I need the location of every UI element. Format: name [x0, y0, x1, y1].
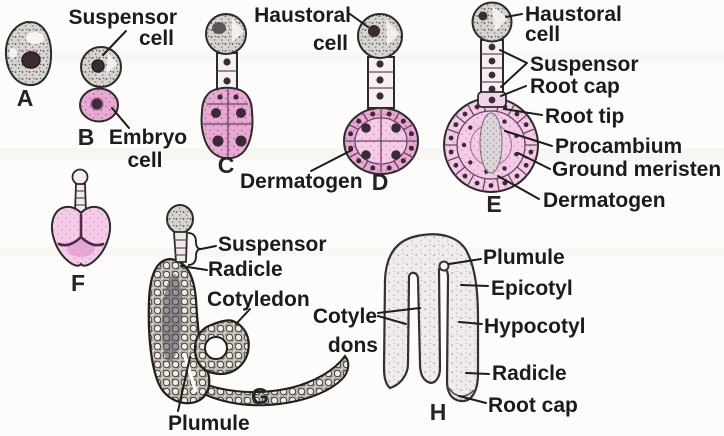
stage-g-letter: G [251, 383, 269, 409]
b-suspensor-label-line2: cell [139, 27, 174, 50]
e-haustorial-highlight [492, 6, 508, 31]
g-radicle-label: Radicle [208, 258, 283, 281]
d-haustorial-nucleus [368, 25, 380, 37]
g-plumule-cleft [182, 352, 198, 393]
g-lower-cotyledon [189, 354, 350, 407]
e-haustoral-label-line2: cell [525, 23, 560, 46]
c-haustorial-dark-patch [212, 22, 226, 34]
e-groundmeristem-label: Ground meristen [552, 158, 721, 181]
f-suspensor-knob [71, 168, 89, 186]
e-suspensor-pointer [499, 49, 528, 88]
stage-f-heart-embryo: F [51, 168, 111, 296]
e-procambium-label: Procambium [555, 135, 682, 158]
b-embryo-label-line2: cell [127, 149, 162, 172]
cd-haustoral-label-line1: Haustoral [254, 4, 351, 27]
g-pointer-lines [177, 245, 251, 412]
h-plumule-label: Plumule [483, 246, 565, 269]
stage-a-zygote: A [4, 20, 53, 111]
g-cotyledon-label: Cotyledon [207, 288, 310, 311]
h-cotyledons-label-line2: dons [328, 334, 378, 357]
f-heart-blush [67, 239, 95, 257]
g-cotyledon-pointer [235, 308, 251, 325]
b-embryo-label-line1: Embryo [109, 126, 187, 149]
e-rootcap-pointer [500, 85, 527, 97]
g-suspensor-knob [166, 204, 194, 234]
stage-g-curved-embryo: Suspensor Radicle Cotyledon Plumule G [147, 204, 350, 435]
cd-haustoral-pointer [349, 13, 369, 28]
h-embryo-body [382, 233, 480, 403]
e-haustoral-pointer [505, 13, 523, 18]
e-groundmeristem-pointer [517, 152, 551, 170]
cd-haustoral-label-line2: cell [313, 32, 348, 55]
zygote-vacuole-small [9, 48, 17, 58]
e-dermatogen-label: Dermatogen [543, 189, 666, 212]
d-haustorial-highlight [386, 20, 399, 46]
h-rootcap-pointer [458, 395, 487, 404]
suspensor-cell-highlight [106, 52, 117, 74]
e-suspensor-label: Suspensor [530, 53, 639, 76]
g-plumule-label: Plumule [168, 412, 250, 435]
e-haustorial-cell [471, 1, 513, 43]
e-dermatogen-pointer [497, 175, 540, 200]
e-procambium-pointer [504, 130, 553, 147]
g-suspensor-stalk [173, 231, 188, 263]
d-dermatogen-label: Dermatogen [240, 170, 363, 193]
g-suspensor-label: Suspensor [218, 233, 327, 256]
e-rootcap-label: Root cap [530, 75, 620, 98]
stage-f-letter: F [71, 270, 85, 296]
g-radicle-core [161, 274, 183, 362]
stage-c-letter: C [218, 152, 235, 178]
e-pointer-lines [497, 13, 553, 200]
h-cotyledons-label-line1: Cotyle [313, 305, 377, 328]
h-rootcap-label: Root cap [488, 394, 578, 417]
d-quadrant-nuclei [361, 123, 401, 160]
stage-b-letter: B [78, 124, 95, 150]
e-procambium-core [479, 112, 503, 174]
h-epicotyl-pointer [460, 284, 489, 287]
g-hook-opening [204, 336, 228, 360]
stage-a-letter: A [17, 85, 34, 111]
stage-d-globular: Haustoral cell Dermatogen D [240, 4, 419, 195]
h-epicotyl-label: Epicotyl [491, 277, 573, 300]
stage-b-two-cell: Suspensor cell B Embryo cell [68, 6, 187, 172]
h-plumule-pointer [448, 258, 482, 265]
d-haustorial-cell [357, 13, 403, 59]
b-suspensor-label-line1: Suspensor [68, 6, 177, 29]
h-pointer-lines [377, 258, 490, 404]
stage-d-letter: D [372, 169, 389, 195]
e-haustoral-label-line1: Haustoral [525, 3, 622, 26]
f-cotyledon-notch-lines [57, 213, 105, 247]
h-hypocotyl-label: Hypocotyl [484, 315, 586, 338]
c-haustorial-highlight [232, 18, 244, 42]
e-haustorial-nucleus [478, 11, 488, 21]
suspensor-cell-nucleus [91, 59, 105, 73]
embryo-cell-nucleus [90, 97, 104, 111]
g-radicle-pointer [180, 265, 208, 271]
e-roottip-pointer [503, 108, 543, 116]
h-hypocotyl-pointer [458, 321, 483, 325]
h-cotyledons-pointer [377, 307, 421, 325]
d-rim-nuclei [348, 111, 414, 171]
stage-e-organized-embryo: Haustoral cell Suspensor Root cap Root t… [443, 1, 721, 217]
h-radicle-pointer [465, 372, 490, 375]
zygote-nucleus [21, 51, 41, 69]
e-roottip-label: Root tip [545, 105, 624, 128]
stage-h-letter: H [430, 399, 447, 425]
c-embryo-cluster [200, 86, 254, 160]
stage-e-letter: E [486, 191, 501, 217]
h-plumule-knob [438, 260, 450, 272]
g-plumule-pointer [177, 356, 191, 412]
b-suspensor-pointer [102, 30, 127, 56]
stage-h-mature-embryo: Cotyle dons Plumule Epicotyl Hypocotyl R… [313, 233, 586, 425]
stage-c-proembryo: C [200, 13, 254, 178]
b-embryo-pointer [111, 107, 130, 129]
d-dermatogen-pointer [310, 149, 353, 172]
h-radicle-label: Radicle [492, 362, 567, 385]
g-suspensor-pointer [200, 245, 217, 250]
d-dermatogen-radial-walls [344, 108, 418, 174]
zygote-vacuole [26, 32, 44, 44]
